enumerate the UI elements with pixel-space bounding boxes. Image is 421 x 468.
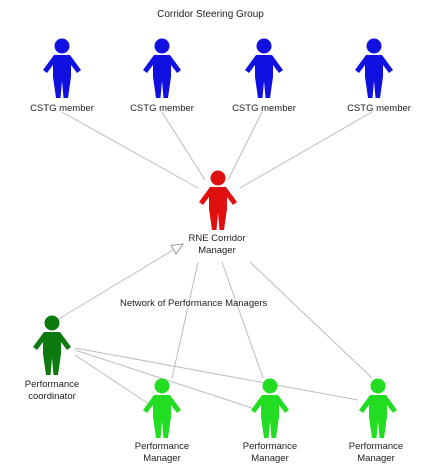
link-coord-pm3 <box>74 347 359 401</box>
cstg-member-1-label: CSTG member <box>30 103 94 114</box>
performance-manager-1-label-line2: Manager <box>143 453 181 464</box>
cstg-member-1-icon <box>43 38 81 98</box>
performance-manager-2-label-line2: Manager <box>251 453 289 464</box>
cstg-member-3-icon <box>245 38 283 98</box>
performance-manager-1-label-line1: Performance <box>134 441 190 452</box>
diagram-title: Corridor Steering Group <box>157 9 264 20</box>
performance-manager-2-icon <box>251 378 289 438</box>
performance-manager-1-label: Performance Manager <box>117 441 207 465</box>
cstg-member-3-label: CSTG member <box>232 103 296 114</box>
cstg-member-4-icon <box>355 38 393 98</box>
performance-manager-1-icon <box>143 378 181 438</box>
cstg-member-2-label: CSTG member <box>130 103 194 114</box>
corridor-manager-label-line1: RNE Corridor <box>188 233 246 244</box>
performance-coordinator-label: Performance coordinator <box>7 379 97 403</box>
performance-coordinator-icon <box>33 315 71 375</box>
link-manager-pm2 <box>221 261 264 379</box>
link-member4-manager <box>239 111 373 189</box>
link-member3-manager <box>227 111 263 181</box>
network-label: Network of Performance Managers <box>120 298 268 309</box>
link-manager-pm3 <box>249 261 373 379</box>
performance-manager-3-label: Performance Manager <box>331 441 421 465</box>
performance-coordinator-label-line2: coordinator <box>28 391 76 402</box>
performance-manager-2-label-line1: Performance <box>242 441 298 452</box>
performance-manager-2-label: Performance Manager <box>225 441 315 465</box>
link-coord-pm1 <box>74 354 159 411</box>
performance-manager-3-label-line1: Performance <box>348 441 404 452</box>
performance-manager-3-label-line2: Manager <box>357 453 395 464</box>
cstg-member-2-icon <box>143 38 181 98</box>
link-member2-manager <box>161 111 206 181</box>
arrow-coord-manager <box>44 243 185 331</box>
link-manager-pm1 <box>171 261 199 379</box>
corridor-manager-label: RNE Corridor Manager <box>172 233 262 257</box>
corridor-manager-icon <box>199 170 237 230</box>
corridor-manager-label-line2: Manager <box>198 245 236 256</box>
cstg-member-4-label: CSTG member <box>347 103 411 114</box>
performance-coordinator-label-line1: Performance <box>24 379 80 390</box>
link-member1-manager <box>61 111 199 189</box>
performance-manager-3-icon <box>359 378 397 438</box>
